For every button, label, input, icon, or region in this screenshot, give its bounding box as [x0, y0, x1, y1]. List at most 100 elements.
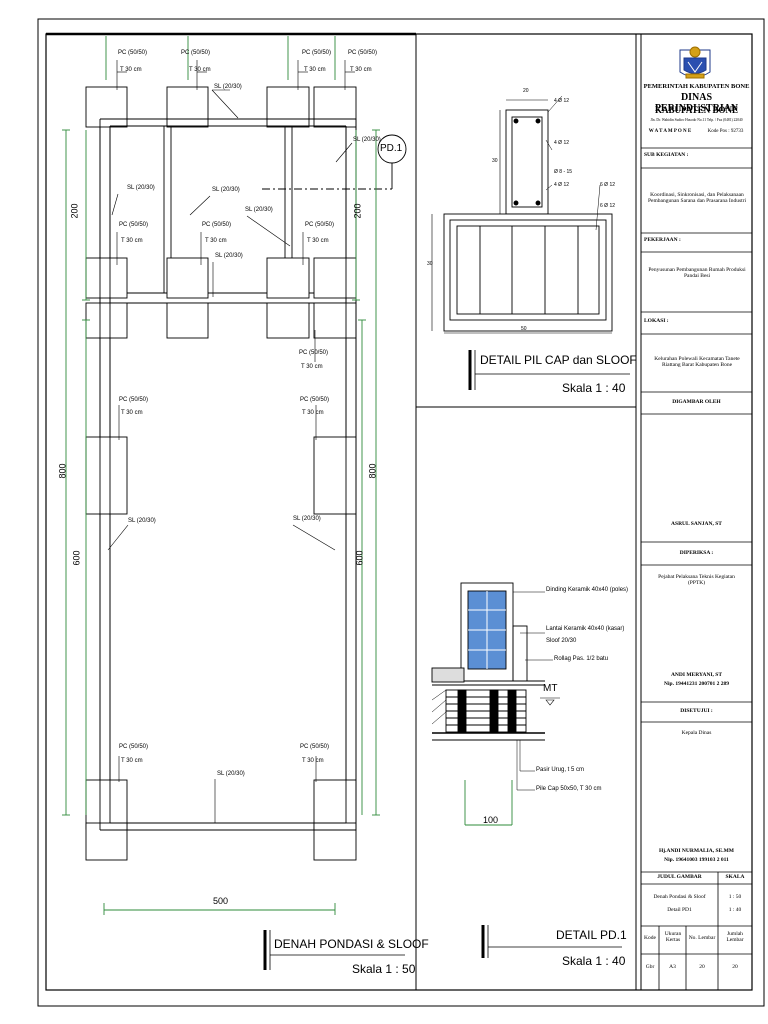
sub-kegiatan-value: Koordinasi, Sinkronisasi, dan Pelaksanaa…: [647, 192, 747, 204]
sl-label: SL (20/30): [217, 771, 245, 777]
pc-label: PC (50/50): [119, 222, 149, 228]
agency-postcode: Kode Pos : 92733: [707, 129, 744, 134]
dim-200-left: 200: [69, 203, 80, 219]
sl-label: SL (20/30): [353, 137, 381, 143]
pilcap-detail: [431, 95, 630, 390]
diperiksa-nip: Nip. 19441231 200701 2 289: [664, 681, 729, 687]
pc-label: PC (50/50): [118, 50, 148, 56]
lokasi-value: Kelurahan Polewali Kecamatan Tanete Riat…: [654, 356, 740, 368]
pd1-note: Lantai Keramik 40x40 (kasar): [546, 626, 625, 632]
diperiksa-label: DIPERIKSA :: [679, 550, 714, 556]
kode-label: Kode: [644, 935, 656, 941]
lokasi-label: LOKASI :: [644, 318, 669, 324]
pc-sub-label: T 30 cm: [302, 410, 324, 416]
pd1-note: Sloof 20/30: [546, 638, 577, 644]
sl-label: SL (20/30): [215, 253, 243, 259]
rebar-label: 4 Ø 12: [554, 140, 570, 146]
sheet-frame: [37, 18, 765, 1007]
digambar-label: DIGAMBAR OLEH: [672, 399, 721, 405]
pc-label: PC (50/50): [119, 744, 149, 750]
sl-label: SL (20/30): [293, 516, 321, 522]
jumlah-lembar-value: 20: [732, 964, 738, 970]
disetujui-name: Hj.ANDI NURMALIA, SE.MM: [658, 848, 734, 854]
dim-label: 30: [427, 261, 433, 267]
agency-line2: DINAS PERINDUSTRIAN: [654, 92, 739, 114]
rebar-label: 6 Ø 12: [600, 203, 616, 209]
pd1-scale: Skala 1 : 40: [562, 954, 626, 968]
pc-sub-label: T 30 cm: [307, 238, 329, 244]
pc-label: PC (50/50): [302, 50, 332, 56]
sl-label: SL (20/30): [245, 207, 273, 213]
judul-2: Detail PD1: [667, 907, 692, 913]
dim-label: 20: [523, 88, 529, 94]
pd1-title: DETAIL PD.1: [556, 928, 627, 942]
pilcap-title: DETAIL PIL CAP dan SLOOF: [480, 353, 637, 367]
pc-sub-label: T 30 cm: [121, 758, 143, 764]
pekerjaan-value: Penyusunan Pembangunan Rumah Produksi Pa…: [648, 267, 746, 279]
plan-scale: Skala 1 : 50: [352, 962, 416, 976]
pc-label: PC (50/50): [305, 222, 335, 228]
pc-sub-label: T 30 cm: [189, 67, 211, 73]
ukuran-label: Ukuran Kertas: [664, 931, 682, 943]
pc-sub-label: T 30 cm: [121, 410, 143, 416]
foundation-plan: [62, 36, 407, 970]
sl-label: SL (20/30): [128, 518, 156, 524]
pd1-detail: [431, 582, 622, 958]
dim-800-left: 800: [57, 463, 68, 479]
sl-label: SL (20/30): [127, 185, 155, 191]
diperiksa-role: Pejabat Pelaksana Teknis Kegiatan (PPTK): [658, 574, 735, 586]
plan-title: DENAH PONDASI & SLOOF: [274, 937, 429, 951]
skala-2: 1 : 40: [728, 907, 742, 913]
rebar-label: 4 Ø 12: [554, 98, 570, 104]
agency-address: Jln. Dr. Wahidin Sudiro Husodo No.11 Tel…: [650, 118, 743, 122]
dim-200-right: 200: [352, 203, 363, 219]
agency-line3: KABUPATEN BONE: [655, 105, 738, 115]
dim-label: 50: [521, 326, 527, 332]
disetujui-role: Kepala Dinas: [681, 730, 712, 736]
pc-label: PC (50/50): [300, 397, 330, 403]
pd1-note: Pile Cap 50x50, T 30 cm: [536, 786, 602, 792]
dim-600-left: 600: [71, 550, 82, 566]
sub-kegiatan-label: SUB KEGIATAN :: [644, 152, 689, 158]
sl-label: SL (20/30): [214, 84, 242, 90]
skala-label: SKALA: [725, 874, 745, 880]
agency-city: W A T A M P O N E: [648, 129, 692, 134]
pc-label: PC (50/50): [300, 744, 330, 750]
rebar-label: 4 Ø 12: [554, 182, 570, 188]
sl-label: SL (20/30): [212, 187, 240, 193]
pc-label: PC (50/50): [119, 397, 149, 403]
disetujui-label: DISETUJUI :: [680, 708, 713, 714]
judul-1: Denah Pondasi & Sloof: [653, 894, 706, 900]
bone-logo: [679, 46, 711, 79]
dim-800-right: 800: [367, 463, 378, 479]
dim-500: 500: [213, 896, 229, 906]
pilcap-scale: Skala 1 : 40: [562, 381, 626, 395]
mt-label: MT: [543, 683, 558, 694]
dim-100: 100: [483, 815, 499, 825]
no-lembar-value: 20: [699, 964, 705, 970]
pc-label: PC (50/50): [181, 50, 211, 56]
titleblock-grid: [641, 147, 752, 990]
stirrup-label: Ø 8 - 15: [554, 169, 573, 175]
digambar-name: ASRUL SANJAN, ST: [671, 521, 722, 527]
pc-label: PC (50/50): [348, 50, 378, 56]
judul-label: JUDUL GAMBAR: [657, 874, 702, 880]
pc-sub-label: T 30 cm: [205, 238, 227, 244]
agency-line1: PEMERINTAH KABUPATEN BONE: [643, 83, 750, 90]
pd1-note: Pasir Urug, t 5 cm: [536, 767, 585, 773]
disetujui-nip: Nip. 19641003 199103 2 011: [664, 857, 729, 863]
pc-sub-label: T 30 cm: [350, 67, 372, 73]
pekerjaan-label: PEKERJAAN :: [644, 237, 681, 243]
dim-label: 30: [492, 158, 498, 164]
skala-1: 1 : 50: [728, 894, 742, 900]
jumlah-lembar-label: Jumlah Lembar: [726, 931, 744, 943]
pd1-note: Rollag Pas. 1/2 batu: [554, 656, 609, 662]
pd1-tag: PD.1: [380, 143, 403, 154]
pd1-note: Dinding Keramik 40x40 (poles): [546, 587, 629, 593]
pc-sub-label: T 30 cm: [120, 67, 142, 73]
pc-label: PC (50/50): [202, 222, 232, 228]
no-lembar-label: No. Lembar: [688, 935, 716, 941]
dim-600-right: 600: [354, 550, 365, 566]
diperiksa-name: ANDI MERYANI, ST: [670, 672, 723, 678]
